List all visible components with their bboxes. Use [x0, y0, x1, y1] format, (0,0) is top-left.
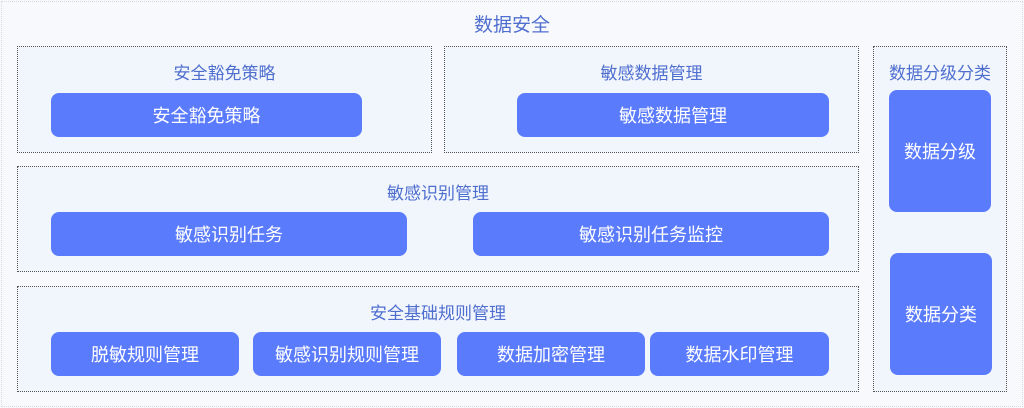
data-classification-button[interactable]: 数据分类	[890, 253, 992, 375]
group-title: 安全豁免策略	[173, 64, 276, 84]
masking-rules-button[interactable]: 脱敏规则管理	[51, 332, 239, 376]
group-title: 敏感识别管理	[387, 184, 489, 204]
group-title: 安全基础规则管理	[370, 304, 506, 324]
sensitive-data-button[interactable]: 敏感数据管理	[517, 93, 829, 137]
identification-rules-button[interactable]: 敏感识别规则管理	[253, 332, 441, 376]
group-title: 数据分级分类	[889, 64, 991, 84]
encryption-button[interactable]: 数据加密管理	[457, 332, 645, 376]
data-grading-button[interactable]: 数据分级	[889, 90, 991, 212]
identification-monitor-button[interactable]: 敏感识别任务监控	[473, 212, 829, 256]
security-exemption-button[interactable]: 安全豁免策略	[51, 93, 362, 137]
diagram-title: 数据安全	[473, 14, 550, 36]
watermark-button[interactable]: 数据水印管理	[650, 332, 829, 376]
identification-task-button[interactable]: 敏感识别任务	[51, 212, 407, 256]
group-title: 敏感数据管理	[600, 64, 703, 84]
